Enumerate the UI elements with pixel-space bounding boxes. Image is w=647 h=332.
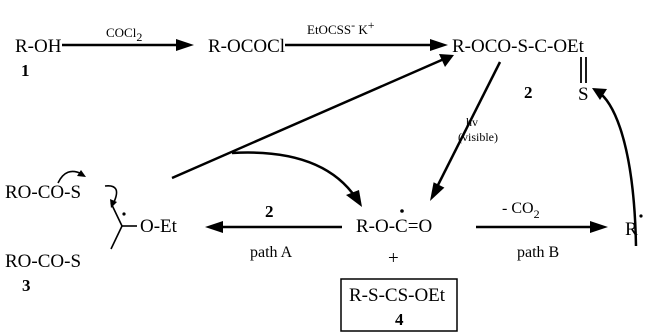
- arrow-chain-transfer: [597, 90, 638, 247]
- fishhook-arrow-1-head: [77, 170, 86, 177]
- compound-number-2: 2: [524, 83, 533, 102]
- compound-number-3: 3: [22, 276, 31, 295]
- radical-alkoxycarbonyl: R-O-C=O: [356, 216, 432, 237]
- arrow-path-a-head: [205, 221, 223, 233]
- fishhook-arrow-2-head: [110, 199, 117, 208]
- arrow-step-2-head: [430, 39, 448, 51]
- reagent-phosgene: COCl2: [106, 25, 142, 44]
- path-a-label: path A: [250, 244, 293, 261]
- arrow-chain-transfer-head: [592, 88, 607, 100]
- alkyl-radical-dot: [639, 214, 643, 218]
- arrow-radical-addition: [231, 151, 358, 199]
- radical-dot: [400, 209, 404, 213]
- alkyl-radical: R: [625, 219, 638, 240]
- compound-xanthate-ester: R-OCO-S-C-OEt: [452, 36, 585, 57]
- adduct-upper-arm: RO-CO-S: [5, 182, 81, 203]
- compound-chloroformate: R-OCOCl: [208, 36, 285, 57]
- byproduct-box: [340, 278, 458, 332]
- arrow-step-1-head: [176, 39, 194, 51]
- adduct-bond-upper: [110, 202, 123, 227]
- path-b-label: path B: [517, 244, 559, 261]
- fishhook-arrow-2: [104, 185, 118, 203]
- compound-number-4: 4: [395, 310, 404, 329]
- arrow-radical-addition-head: [346, 190, 362, 207]
- compound-alcohol: R-OH: [15, 36, 62, 57]
- adduct-ethoxy: O-Et: [140, 216, 178, 237]
- path-b-reagent: - CO2: [502, 200, 540, 221]
- arrow-regeneration-head: [439, 54, 454, 67]
- condition-visible: (visible): [458, 130, 498, 144]
- arrow-photolysis-head: [430, 182, 445, 201]
- thiocarbonyl-sulfur: S: [578, 84, 589, 105]
- path-a-reagent: 2: [265, 202, 274, 221]
- reagent-xanthate-salt: EtOCSS- K+: [307, 18, 375, 37]
- arrow-regeneration: [171, 57, 445, 180]
- condition-light: hv: [466, 115, 478, 129]
- adduct-bond-lower: [110, 225, 123, 250]
- arrow-path-b-head: [590, 221, 608, 233]
- compound-number-1: 1: [21, 61, 30, 80]
- compound-byproduct: R-S-CS-OEt: [349, 285, 446, 306]
- arrow-photolysis: [435, 61, 502, 188]
- adduct-radical-dot: [122, 212, 126, 216]
- adduct-lower-arm: RO-CO-S: [5, 251, 81, 272]
- plus-sign: +: [388, 248, 399, 269]
